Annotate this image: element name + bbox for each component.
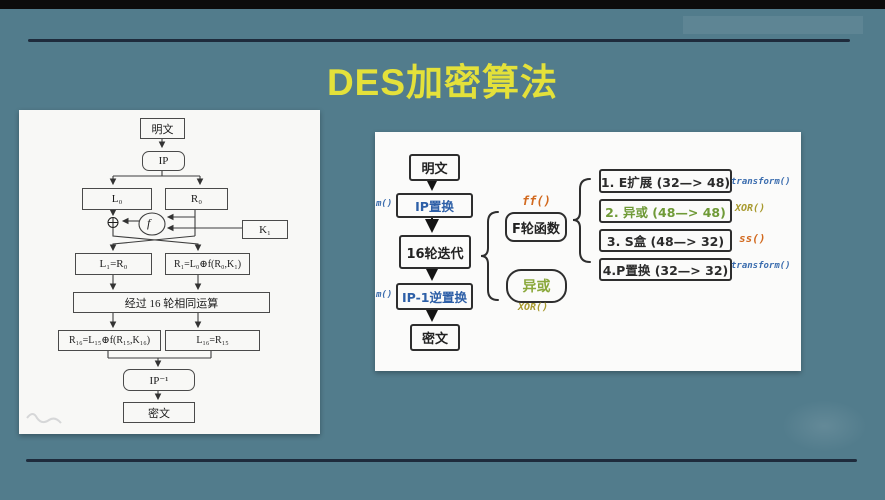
node-r16: R₁₆=L₁₅⊕f(R₁₅,K₁₆) <box>58 330 161 351</box>
node-k1-label: K₁ <box>259 223 271 236</box>
bottom-divider-line <box>26 459 857 462</box>
node-ip-label: IP <box>158 155 169 167</box>
node-l16: L₁₆=R₁₅ <box>165 330 260 351</box>
rnode-ip-permutation: IP置换 <box>396 193 473 218</box>
step-e-expansion: 1. E扩展 (32—> 48) <box>599 169 732 193</box>
node-l16-label: L₁₆=R₁₅ <box>196 335 229 346</box>
node-plaintext-label: 明文 <box>151 123 174 136</box>
node-16-rounds: 经过 16 轮相同运算 <box>73 292 270 313</box>
node-k1: K₁ <box>242 220 288 239</box>
rnode-ip-inverse-permutation-label: IP-1逆置换 <box>402 290 467 305</box>
step-p-permutation: 4.P置换 (32—> 32) <box>599 258 732 281</box>
node-ip-inverse-label: IP⁻¹ <box>149 374 169 387</box>
step-s-box-annotation: ss() <box>739 232 766 245</box>
xor-circle-icon <box>107 217 119 228</box>
rnode-16-rounds-label: 16轮迭代 <box>406 246 464 262</box>
f-round-function-node: F轮函数 <box>505 212 567 242</box>
node-r16-label: R₁₆=L₁₅⊕f(R₁₅,K₁₆) <box>68 335 151 346</box>
f-function-label: f <box>147 216 151 230</box>
step-xor-annotation: XOR() <box>735 203 766 214</box>
node-l1: L₁=R₀ <box>75 253 152 275</box>
step-s-box: 3. S盒 (48—> 32) <box>599 229 732 252</box>
curly-braces <box>480 178 591 301</box>
rnode-ip-inverse-permutation: IP-1逆置换 <box>396 283 473 310</box>
node-r0: R₀ <box>165 188 228 210</box>
rnode-plaintext: 明文 <box>409 154 460 181</box>
rnode-ciphertext-label: 密文 <box>421 332 448 347</box>
node-ciphertext: 密文 <box>123 402 195 423</box>
left-flow-connectors-svg <box>26 137 242 424</box>
left-flowchart-panel: 明文 IP L₀ R₀ f K₁ L₁=R₀ R₁=L₀⊕f(R₀,K₁) 经过… <box>19 110 320 434</box>
rnode-16-rounds: 16轮迭代 <box>399 235 471 269</box>
light-patch <box>683 16 863 34</box>
watermark <box>26 413 62 424</box>
step-xor-label: 2. 异或 (48—> 48) <box>605 204 726 220</box>
slide-title: DES加密算法 <box>326 62 559 103</box>
partial-annotation-bottom: m() <box>376 290 393 300</box>
step-p-permutation-label: 4.P置换 (32—> 32) <box>602 263 729 278</box>
node-ip: IP <box>142 151 185 171</box>
node-ip-inverse: IP⁻¹ <box>123 369 195 391</box>
step-s-box-label: 3. S盒 (48—> 32) <box>606 234 725 249</box>
step-e-expansion-label: 1. E扩展 (32—> 48) <box>600 174 731 190</box>
node-ciphertext-label: 密文 <box>148 407 170 420</box>
node-r0-label: R₀ <box>190 193 203 205</box>
node-l0: L₀ <box>82 188 152 210</box>
step-p-permutation-annotation: transform() <box>731 261 791 271</box>
rnode-ciphertext: 密文 <box>410 324 460 351</box>
top-black-bar <box>0 0 885 9</box>
f-function-ellipse <box>138 212 166 236</box>
right-flowchart-panel: 明文 IP置换 16轮迭代 IP-1逆置换 密文 m() m() ff() F轮… <box>375 132 801 371</box>
ff-annotation: ff() <box>522 194 551 208</box>
rnode-plaintext-label: 明文 <box>421 162 448 177</box>
node-16-rounds-label: 经过 16 轮相同运算 <box>124 297 219 310</box>
step-xor: 2. 异或 (48—> 48) <box>599 199 732 223</box>
node-l0-label: L₀ <box>111 193 123 205</box>
light-glow <box>782 400 867 452</box>
partial-annotation-top: m() <box>376 199 393 209</box>
node-r1-label: R₁=L₀⊕f(R₀,K₁) <box>173 258 242 270</box>
xor-node-label: 异或 <box>522 279 551 295</box>
xor-node: 异或 <box>506 269 567 303</box>
brace-f-to-steps <box>572 178 591 263</box>
rnode-ip-permutation-label: IP置换 <box>415 199 454 214</box>
brace-rounds-to-functions <box>480 211 499 301</box>
f-round-function-label: F轮函数 <box>512 221 560 237</box>
node-r1: R₁=L₀⊕f(R₀,K₁) <box>165 253 250 275</box>
xor-annotation: XOR() <box>518 302 549 313</box>
top-divider-line <box>28 39 850 42</box>
node-plaintext: 明文 <box>140 118 185 139</box>
node-l1-label: L₁=R₀ <box>99 258 128 270</box>
step-e-expansion-annotation: transform() <box>731 177 791 187</box>
